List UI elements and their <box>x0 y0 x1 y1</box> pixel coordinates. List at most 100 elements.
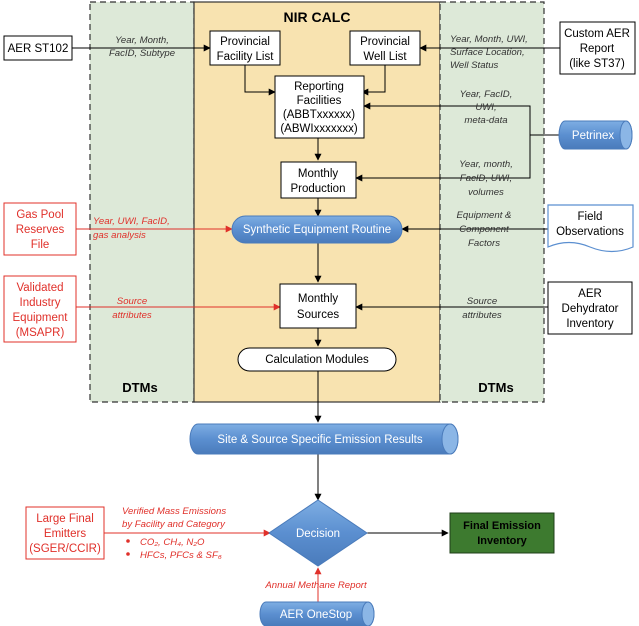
arrow-well-list-to-reporting <box>361 65 386 96</box>
svg-text:Field: Field <box>578 211 603 223</box>
dtm-left-label: DTMs <box>122 380 157 395</box>
svg-text:Emitters: Emitters <box>44 528 86 540</box>
svg-text:Year, month,: Year, month, <box>459 159 513 170</box>
arrow-petrinex-meta <box>363 102 560 136</box>
svg-text:Equipment: Equipment <box>13 312 69 324</box>
svg-text:(ABWIxxxxxxx): (ABWIxxxxxxx) <box>280 123 357 135</box>
svg-text:FacID, UWI,: FacID, UWI, <box>460 173 512 184</box>
provincial-facility-list-box: Provincial Facility List <box>209 30 281 66</box>
svg-text:Monthly: Monthly <box>298 168 339 180</box>
svg-text:Source: Source <box>467 296 497 307</box>
dtm-right-label: DTMs <box>478 380 513 395</box>
svg-text:Year, UWI, FacID,: Year, UWI, FacID, <box>93 216 170 227</box>
svg-text:Large Final: Large Final <box>36 513 94 525</box>
nir-calc-title: NIR CALC <box>284 9 351 25</box>
svg-text:File: File <box>31 239 50 251</box>
svg-text:Surface Location,: Surface Location, <box>450 47 525 58</box>
petrinex-meta-note: Year, FacID, UWI, meta-data <box>460 89 513 126</box>
large-final-emitters-box: Large Final Emitters (SGER/CCIR) <box>25 506 105 560</box>
monthly-production-box: Monthly Production <box>280 161 357 199</box>
svg-text:Gas Pool: Gas Pool <box>16 209 63 221</box>
equipment-factors-note: Equipment & Component Factors <box>457 210 512 249</box>
svg-text:Annual Methane Report: Annual Methane Report <box>264 580 367 591</box>
arrow-petrinex-volumes <box>355 135 531 182</box>
svg-text:Synthetic Equipment Routine: Synthetic Equipment Routine <box>243 224 391 236</box>
dtm-left-panel <box>89 1 195 403</box>
svg-text:Facility List: Facility List <box>217 51 275 63</box>
synthetic-equipment-routine: Synthetic Equipment Routine <box>231 215 403 244</box>
st102-fields-note: Year, Month, FacID, Subtype <box>109 35 175 59</box>
annual-methane-report-note: Annual Methane Report <box>264 580 367 591</box>
svg-text:AER OneStop: AER OneStop <box>280 609 352 621</box>
svg-text:Petrinex: Petrinex <box>572 130 614 142</box>
svg-text:Component: Component <box>459 224 509 235</box>
field-observations-document: Field Observations <box>547 204 634 253</box>
svg-text:meta-data: meta-data <box>464 115 507 126</box>
svg-text:UWI,: UWI, <box>475 102 496 113</box>
svg-text:Well Status: Well Status <box>450 60 499 71</box>
svg-text:Report: Report <box>580 43 615 55</box>
verified-mass-emissions-note: Verified Mass Emissions by Facility and … <box>122 506 226 530</box>
validated-industry-equipment-box: Validated Industry Equipment (MSAPR) <box>3 275 77 343</box>
dtm-right-panel <box>439 1 545 403</box>
svg-text:(SGER/CCIR): (SGER/CCIR) <box>29 543 101 555</box>
svg-text:Sources: Sources <box>297 309 339 321</box>
svg-text:AER ST102: AER ST102 <box>8 43 69 55</box>
svg-text:Inventory: Inventory <box>477 535 527 547</box>
svg-text:HFCs, PFCs & SF₆: HFCs, PFCs & SF₆ <box>140 550 222 561</box>
decision-diamond: Decision <box>268 499 368 567</box>
svg-text:Source: Source <box>117 296 147 307</box>
gas-pool-fields-note: Year, UWI, FacID, gas analysis <box>93 216 170 241</box>
svg-text:FacID, Subtype: FacID, Subtype <box>109 48 175 59</box>
svg-text:by Facility and Category: by Facility and Category <box>122 519 226 530</box>
svg-text:Year, FacID,: Year, FacID, <box>460 89 513 100</box>
aer-onestop-datastore: AER OneStop <box>259 601 375 626</box>
svg-text:Production: Production <box>291 183 346 195</box>
custom-report-fields-note: Year, Month, UWI, Surface Location, Well… <box>450 34 528 71</box>
svg-text:Calculation Modules: Calculation Modules <box>265 354 369 366</box>
svg-text:attributes: attributes <box>112 310 152 321</box>
aer-st102-box: AER ST102 <box>3 35 73 61</box>
petrinex-datastore: Petrinex <box>558 120 633 150</box>
svg-text:Reserves: Reserves <box>16 224 65 236</box>
svg-text:Year, Month,: Year, Month, <box>115 35 169 46</box>
svg-text:(like ST37): (like ST37) <box>569 58 625 70</box>
svg-text:Facilities: Facilities <box>297 95 342 107</box>
calculation-modules: Calculation Modules <box>237 347 397 372</box>
svg-text:Factors: Factors <box>468 238 500 249</box>
svg-text:Dehydrator: Dehydrator <box>562 303 619 315</box>
provincial-well-list-box: Provincial Well List <box>349 30 421 66</box>
nir-calc-panel <box>193 1 441 403</box>
svg-text:Verified Mass Emissions: Verified Mass Emissions <box>122 506 226 517</box>
emission-results-datastore: Site & Source Specific Emission Results <box>189 423 459 455</box>
svg-text:CO₂, CH₄, N₂O: CO₂, CH₄, N₂O <box>140 537 205 548</box>
svg-text:Decision: Decision <box>296 528 340 540</box>
bullet-icon <box>126 539 130 543</box>
dehydrator-attributes-note: Source attributes <box>462 296 502 321</box>
svg-text:(MSAPR): (MSAPR) <box>16 327 65 339</box>
svg-text:Industry: Industry <box>20 297 61 309</box>
reporting-facilities-box: Reporting Facilities (ABBTxxxxxx) (ABWIx… <box>274 75 365 139</box>
svg-text:Equipment &: Equipment & <box>457 210 512 221</box>
custom-aer-report-box: Custom AER Report (like ST37) <box>559 21 636 75</box>
bullet-icon <box>126 552 130 556</box>
final-emission-inventory-box: Final Emission Inventory <box>449 512 555 554</box>
svg-text:Provincial: Provincial <box>360 36 410 48</box>
svg-text:Custom AER: Custom AER <box>564 28 630 40</box>
svg-text:Inventory: Inventory <box>566 318 614 330</box>
svg-text:Site & Source Specific Emissio: Site & Source Specific Emission Results <box>217 434 422 446</box>
svg-text:Year, Month, UWI,: Year, Month, UWI, <box>450 34 528 45</box>
svg-text:Reporting: Reporting <box>294 81 344 93</box>
svg-text:Provincial: Provincial <box>220 36 270 48</box>
monthly-sources-box: Monthly Sources <box>279 283 357 329</box>
svg-text:Well List: Well List <box>363 51 407 63</box>
aer-dehydrator-inventory-box: AER Dehydrator Inventory <box>547 281 633 335</box>
svg-text:AER: AER <box>578 288 602 300</box>
svg-text:Final Emission: Final Emission <box>463 520 541 532</box>
svg-text:attributes: attributes <box>462 310 502 321</box>
svg-text:Validated: Validated <box>16 282 63 294</box>
svg-text:(ABBTxxxxxx): (ABBTxxxxxx) <box>283 109 355 121</box>
petrinex-volumes-note: Year, month, FacID, UWI, volumes <box>459 159 513 198</box>
msapr-attributes-note: Source attributes <box>112 296 152 321</box>
